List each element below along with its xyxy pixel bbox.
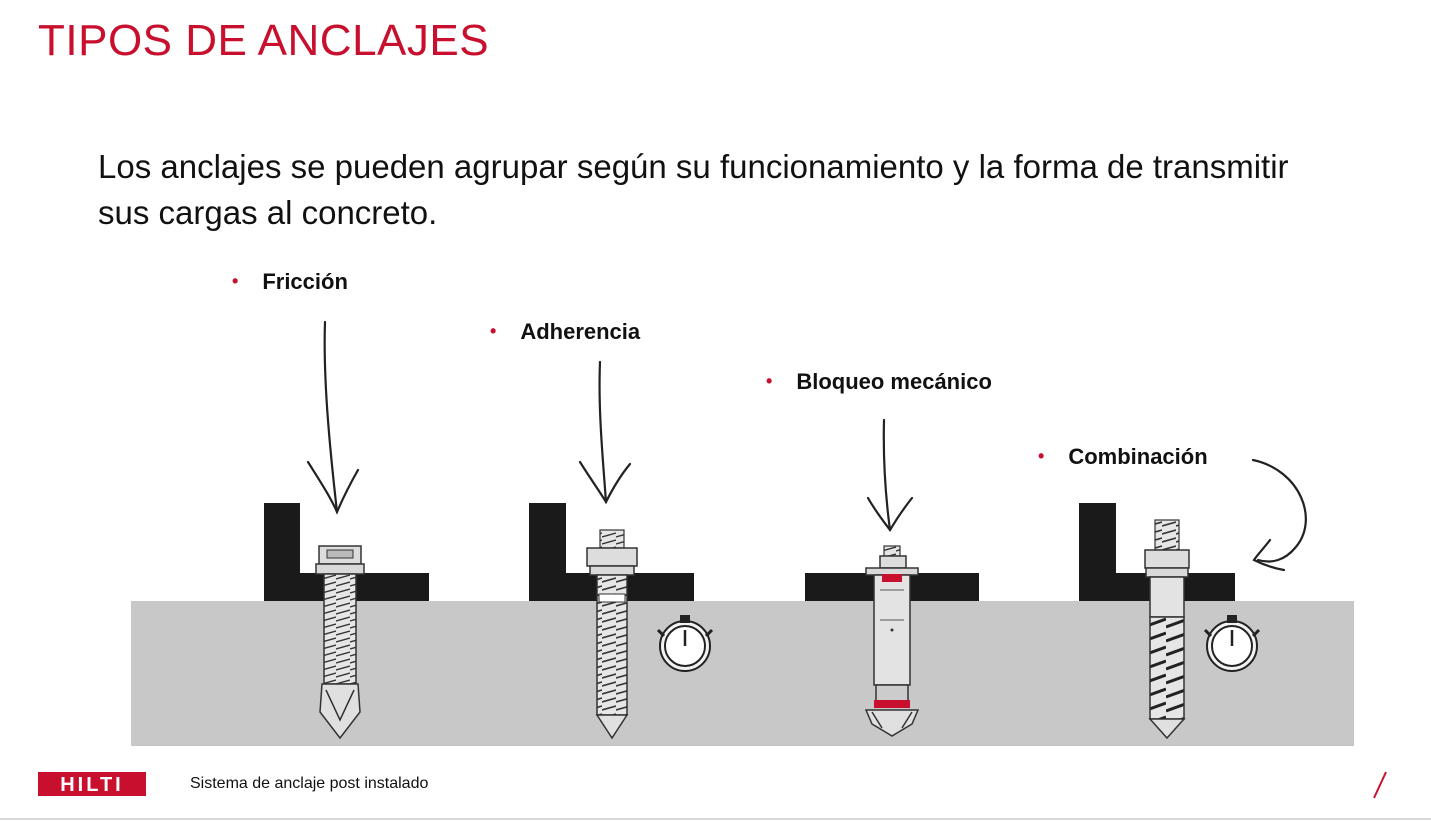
bullet-dot: • — [1038, 446, 1045, 466]
friction-anchor — [264, 320, 429, 740]
steel-plate — [264, 503, 429, 601]
bullet-combinacion: • Combinación — [1038, 444, 1208, 470]
hilti-logo: HILTI — [38, 772, 146, 796]
down-arrow-icon — [866, 418, 914, 532]
anchors-diagram — [131, 320, 1354, 746]
bullet-friccion: • Fricción — [232, 269, 348, 295]
bullet-adherencia: • Adherencia — [490, 319, 640, 345]
stopwatch-icon — [1203, 615, 1261, 672]
down-arrow-icon — [578, 360, 632, 505]
bonded-anchor — [529, 360, 714, 740]
bullet-label: Fricción — [262, 269, 348, 294]
bullet-dot: • — [490, 321, 497, 341]
slash-mark-icon — [1373, 771, 1387, 799]
bullet-bloqueo-mecanico: • Bloqueo mecánico — [766, 369, 992, 395]
footer-divider — [0, 818, 1431, 820]
slide-title: TIPOS DE ANCLAJES — [38, 16, 490, 65]
bullet-label: Bloqueo mecánico — [796, 369, 992, 394]
stopwatch-icon — [656, 615, 714, 672]
steel-plate — [529, 503, 694, 601]
bullet-label: Combinación — [1068, 444, 1208, 469]
bullet-dot: • — [766, 371, 773, 391]
steel-plate — [1079, 503, 1235, 601]
bullet-dot: • — [232, 271, 239, 291]
undercut-anchor — [805, 418, 979, 737]
intro-text: Los anclajes se pueden agrupar según su … — [98, 148, 1289, 231]
curved-arrow-icon — [1251, 458, 1307, 572]
bullet-label: Adherencia — [520, 319, 641, 344]
combination-anchor — [1079, 458, 1307, 740]
down-arrow-icon — [306, 320, 360, 515]
footer-caption: Sistema de anclaje post instalado — [190, 775, 429, 792]
logo-text: HILTI — [60, 774, 124, 796]
